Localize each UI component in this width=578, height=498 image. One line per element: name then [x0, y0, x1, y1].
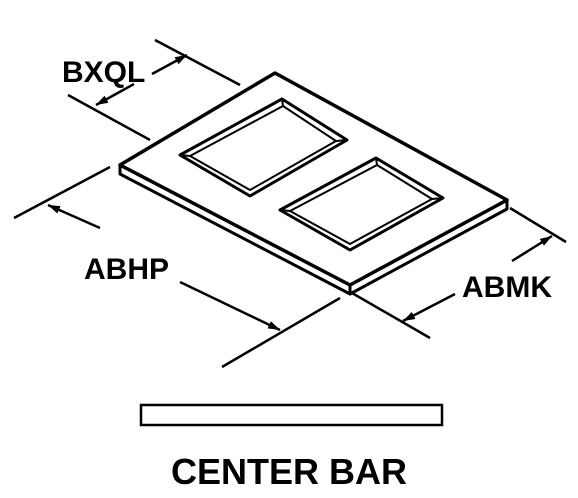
dimension-bxql: [67, 38, 241, 142]
abmk-extension-line-upper: [509, 206, 567, 244]
abhp-arrow-right: [179, 280, 281, 332]
window-cutout-upper: [178, 97, 349, 198]
dimension-abmk: [351, 206, 567, 340]
abhp-extension-line-right: [221, 296, 341, 369]
window-cutout-lower: [278, 156, 445, 252]
bxql-extension-line-lower: [67, 93, 151, 142]
bar-top-face: [118, 71, 509, 287]
dimension-label-bxql: BXQL: [62, 56, 145, 89]
abhp-extension-line-left: [13, 165, 111, 220]
bar-part-illustration: [118, 71, 509, 296]
abmk-extension-line-lower: [351, 291, 431, 340]
bxql-arrow-upper: [151, 53, 188, 76]
abmk-arrow-upper: [511, 234, 553, 263]
center-bar-side-profile: [139, 403, 444, 427]
bxql-extension-line-upper: [154, 38, 241, 87]
dimension-label-abhp: ABHP: [84, 253, 169, 286]
bxql-arrow-lower: [95, 82, 135, 107]
diagram-title: CENTER BAR: [171, 451, 407, 492]
dimension-abhp: [13, 165, 341, 369]
dimension-label-abmk: ABMK: [462, 271, 552, 304]
abmk-arrow-lower: [402, 292, 456, 323]
abhp-arrow-left: [47, 203, 101, 230]
